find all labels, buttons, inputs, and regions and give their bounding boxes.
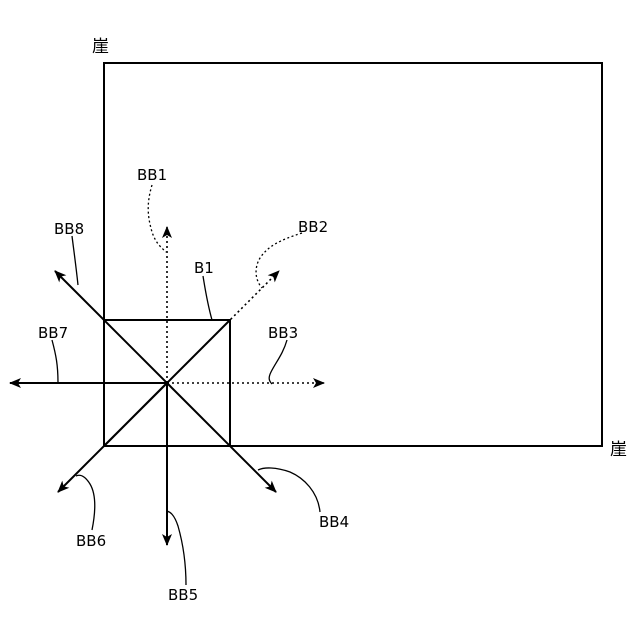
cliff-label-top-left: 崖 [92,37,109,57]
arrow-bb4 [167,383,276,492]
leader-bb6 [76,475,95,530]
label-bb1: BB1 [137,166,167,184]
label-bb8: BB8 [54,220,84,238]
leader-bb3 [269,340,287,384]
label-bb4: BB4 [319,513,349,531]
label-bb2: BB2 [298,218,328,236]
leader-bb2 [256,233,302,288]
cliff-label-right: 崖 [610,440,627,460]
cliff-region [104,63,602,446]
arrow-bb8 [55,271,167,383]
label-bb5: BB5 [168,586,198,604]
leader-bb1 [148,185,166,252]
arrow-bb6 [58,383,167,492]
label-b1: B1 [194,259,214,277]
leader-b1 [203,276,212,320]
label-bb7: BB7 [38,324,68,342]
leader-bb7 [52,340,58,383]
label-bb3: BB3 [268,324,298,342]
leader-bb5 [167,511,186,585]
label-bb6: BB6 [76,532,106,550]
leader-bb4 [258,468,320,512]
leader-bb8 [72,236,78,285]
